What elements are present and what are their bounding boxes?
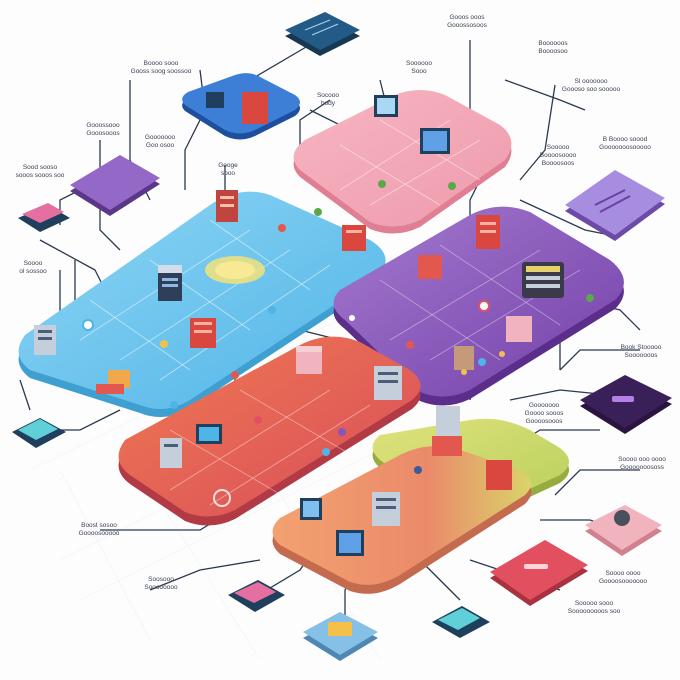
storage-icon — [476, 215, 500, 249]
tile-purple-right — [565, 170, 665, 241]
tile-pink-right — [585, 505, 662, 556]
storage-icon — [342, 225, 366, 251]
storage-icon — [190, 318, 216, 348]
pink-zone — [293, 90, 512, 234]
tile-top-dark — [285, 12, 360, 56]
terminal-icon-bottom — [228, 580, 285, 612]
server-rack-icon — [34, 325, 56, 355]
monitor-icon — [336, 530, 364, 556]
robot-icon — [96, 370, 130, 394]
storage-icon — [418, 255, 442, 279]
monitor-icon — [196, 424, 222, 444]
server-rack-icon — [372, 492, 400, 526]
storage-icon — [216, 190, 238, 222]
node-markers — [82, 180, 594, 474]
storage-icon — [486, 460, 512, 490]
tile-dark-right — [580, 375, 672, 434]
tile-blue-topleft — [182, 73, 300, 140]
blue-zone — [18, 191, 386, 417]
server-rack-icon — [158, 265, 182, 301]
device-icon — [506, 316, 532, 342]
tile-blue-bottom — [303, 612, 378, 661]
monitor-icon — [374, 95, 398, 117]
tile-red-bottomright — [490, 540, 588, 606]
server-cluster-icon — [522, 262, 564, 298]
monitor-icon — [300, 498, 322, 520]
terminal-icon-bottom2 — [432, 606, 490, 638]
monitor-icon — [206, 92, 224, 108]
terminal-icon-left — [18, 203, 70, 232]
server-rack-icon — [160, 438, 182, 468]
storage-icon — [242, 92, 268, 124]
red-zone — [118, 336, 421, 526]
tile-purple-left — [70, 155, 160, 216]
server-rack-icon — [374, 366, 402, 400]
device-icon — [454, 346, 474, 370]
server-rack-icon — [432, 406, 462, 456]
terminal-icon-left2 — [12, 418, 66, 448]
monitor-icon — [420, 128, 450, 154]
box-icon — [296, 346, 322, 374]
